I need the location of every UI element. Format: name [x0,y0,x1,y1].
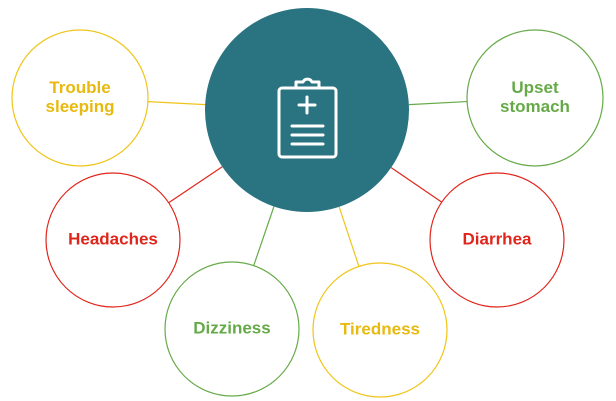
connectors [147,100,468,267]
node-label-upset-stomach: Upset [511,78,559,97]
node-circle-trouble-sleeping [11,29,149,167]
node-label-upset-stomach: stomach [500,97,570,116]
node-circle-diarrhea [429,172,565,308]
node-circle-headaches [45,172,181,308]
medical-clipboard-icon [277,77,338,159]
node-circle-dizziness [164,261,300,397]
node-label-trouble-sleeping: sleeping [46,97,115,116]
node-label-trouble-sleeping: Trouble [49,78,110,97]
node-tiredness: Tiredness [312,262,448,398]
node-label-headaches: Headaches [68,229,158,248]
node-label-diarrhea: Diarrhea [463,229,533,248]
connector-tiredness [338,206,360,267]
node-diarrhea: Diarrhea [429,172,565,308]
node-label-tiredness: Tiredness [340,319,420,338]
connector-trouble-sleeping [147,100,206,106]
node-circle-upset-stomach [466,29,604,167]
connector-dizziness [253,206,275,266]
connector-upset-stomach [408,100,468,106]
node-label-dizziness: Dizziness [193,318,270,337]
node-circle-tiredness [312,262,448,398]
connector-headaches [168,166,223,204]
connector-diarrhea [390,167,443,203]
center-node [205,8,409,212]
node-headaches: Headaches [45,172,181,308]
node-dizziness: Dizziness [164,261,300,397]
